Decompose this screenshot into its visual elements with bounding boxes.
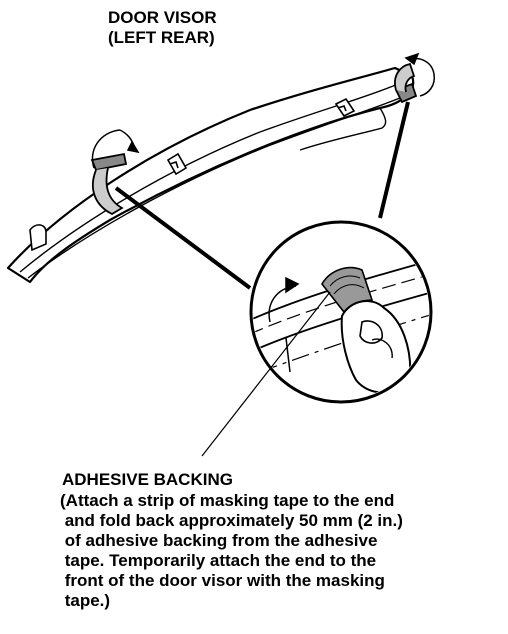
adhesive-backing-instructions: (Attach a strip of masking tape to the e… <box>60 491 403 610</box>
adhesive-backing-leader <box>201 291 331 457</box>
masking-tape-right <box>394 62 418 104</box>
callout-lines <box>114 101 410 290</box>
door-visor <box>6 66 415 284</box>
peel-arrow <box>268 276 300 323</box>
fold-arrow-left <box>91 129 140 169</box>
adhesive-backing-label: ADHESIVE BACKING <box>62 470 233 489</box>
door-visor-label: DOOR VISOR (LEFT REAR) <box>108 8 217 47</box>
visor-clips <box>29 97 356 252</box>
fold-arrow-right <box>404 52 436 97</box>
masking-tape-left <box>90 152 128 216</box>
detail-circle <box>249 220 433 404</box>
